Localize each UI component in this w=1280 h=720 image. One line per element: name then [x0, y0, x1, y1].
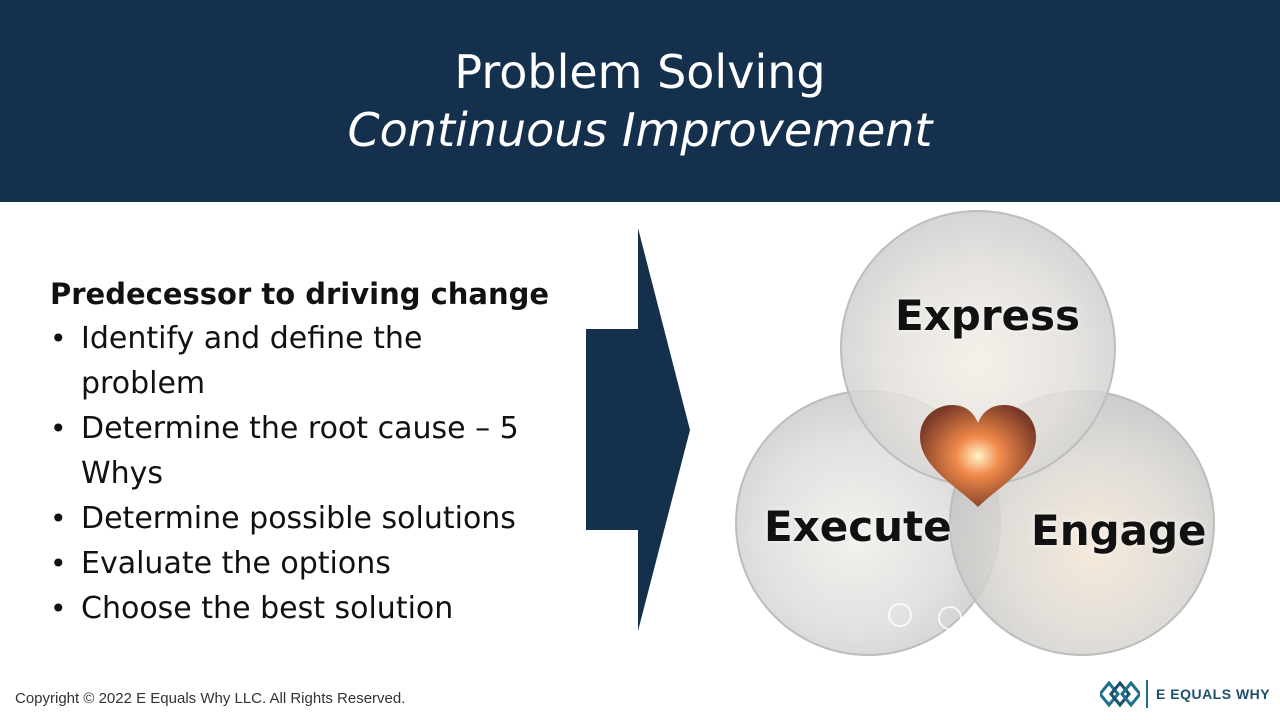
logo-divider: [1146, 680, 1148, 708]
bullet-item: Determine possible solutions: [50, 496, 550, 541]
venn-label-execute: Execute: [764, 502, 952, 551]
arrow-right-icon: [586, 228, 690, 631]
section-heading: Predecessor to driving change: [50, 277, 550, 311]
heart-icon: [920, 405, 1036, 507]
venn-diagram: Express Execute Engage: [730, 205, 1230, 665]
venn-label-express: Express: [895, 291, 1081, 340]
slide-subtitle: Continuous Improvement: [347, 103, 933, 157]
company-logo: E EQUALS WHY: [1100, 680, 1270, 708]
bullet-item: Evaluate the options: [50, 541, 550, 586]
title-banner: Problem Solving Continuous Improvement: [0, 0, 1280, 202]
logo-mark-icon: [1100, 680, 1140, 708]
bullet-item: Determine the root cause – 5 Whys: [50, 406, 550, 496]
venn-label-engage: Engage: [1031, 506, 1207, 555]
logo-text: E EQUALS WHY: [1156, 686, 1271, 702]
bullet-item: Choose the best solution: [50, 586, 550, 631]
badge-icon: [888, 603, 912, 627]
slide-title: Problem Solving: [454, 45, 826, 99]
venn-circles: [735, 210, 1215, 656]
copyright-text: Copyright © 2022 E Equals Why LLC. All R…: [15, 690, 406, 707]
target-icon: [938, 606, 962, 630]
bullet-section: Predecessor to driving change Identify a…: [50, 272, 550, 631]
bullet-list: Identify and define the problem Determin…: [50, 316, 550, 631]
bullet-item: Identify and define the problem: [50, 316, 550, 406]
